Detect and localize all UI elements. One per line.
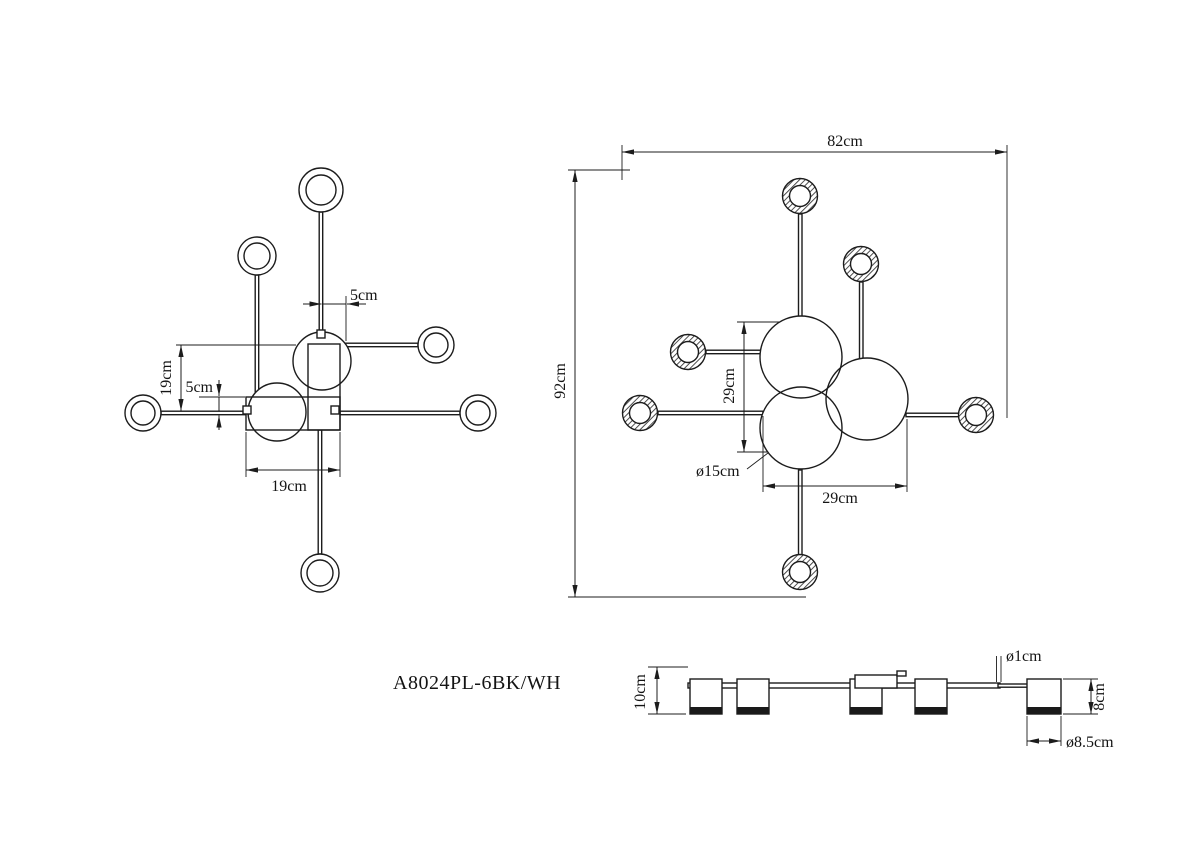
- arm-rod: [797, 213, 803, 318]
- fixture-arms: [657, 213, 960, 556]
- shade-band: [1027, 707, 1061, 714]
- arm-rod: [905, 412, 960, 418]
- arm-rod: [317, 429, 323, 555]
- lamp-head: [300, 553, 340, 593]
- arm-rod: [797, 469, 803, 556]
- fixture-dimension-lines: [568, 145, 1008, 598]
- dim-body-diameter: ø15cm: [696, 463, 740, 480]
- dim-shade-diameter: ø8.5cm: [1066, 734, 1114, 751]
- fixture-plan-view: 82cm 92cm 29cm ø15cm 29cm: [552, 133, 1008, 598]
- lamp-head-hatched: [781, 553, 819, 591]
- mounting-plate: [242, 329, 352, 442]
- side-dimension-labels: 10cm ø1cm 8cm ø8.5cm: [632, 648, 1114, 751]
- dim-total-height: 10cm: [632, 674, 649, 710]
- lamp-head-hatched: [621, 394, 659, 432]
- arm-rod: [657, 410, 764, 416]
- mounting-bar: [687, 682, 1001, 689]
- canopy-nub: [896, 670, 907, 677]
- mounting-plan-view: 5cm 19cm 5cm 19cm: [124, 167, 497, 593]
- shade-band: [850, 707, 882, 714]
- arm-rod: [160, 410, 247, 416]
- dim-body-height: 29cm: [721, 368, 738, 404]
- mount-dimension-labels: 5cm 19cm 5cm 19cm: [158, 287, 378, 495]
- fixture-dimension-labels: 82cm 92cm 29cm ø15cm 29cm: [552, 133, 863, 507]
- lamp-head-hatched: [842, 245, 880, 283]
- shade-band: [690, 707, 722, 714]
- lamp-head: [237, 236, 277, 276]
- shade-cylinder: [736, 678, 770, 715]
- shade-band: [915, 707, 947, 714]
- dim-arm-spacing-vertical: 19cm: [158, 360, 175, 396]
- screw-hole: [330, 405, 340, 415]
- side-elevation-view: 10cm ø1cm 8cm ø8.5cm: [632, 648, 1114, 751]
- lamp-head: [124, 394, 162, 432]
- lamp-head-hatched: [957, 396, 995, 434]
- dim-arm-offset-top: 5cm: [350, 287, 378, 304]
- dim-stem-diameter: ø1cm: [1006, 648, 1042, 665]
- lamp-head-hatched: [781, 177, 819, 215]
- arm-rod: [254, 274, 260, 398]
- stem-rod: [997, 683, 1030, 688]
- ceiling-canopy: [854, 674, 898, 689]
- dim-plate-offset-left: 5cm: [185, 379, 213, 396]
- side-dimension-lines: [648, 656, 1098, 746]
- body-disc: [825, 357, 909, 441]
- body-disc: [759, 386, 843, 470]
- shade-cylinder: [914, 678, 948, 715]
- lamp-head: [298, 167, 344, 213]
- lamp-head-hatched: [669, 333, 707, 371]
- shade-cylinder: [689, 678, 723, 715]
- dim-shade-height: 8cm: [1091, 683, 1108, 711]
- arm-rod: [339, 410, 461, 416]
- mount-lamp-heads: [124, 167, 497, 593]
- shade-cylinder: [1026, 678, 1062, 715]
- dim-overall-height: 92cm: [552, 363, 569, 399]
- mount-dimension-lines: [176, 296, 366, 477]
- screw-hole: [316, 329, 326, 339]
- body-disc: [759, 315, 843, 399]
- fixture-lamp-heads: [621, 177, 995, 591]
- dim-plate-width: 19cm: [271, 478, 307, 495]
- arm-rod: [858, 281, 864, 360]
- lamp-head: [459, 394, 497, 432]
- lamp-head: [417, 326, 455, 364]
- model-number-label: A8024PL-6BK/WH: [393, 672, 561, 694]
- fixture-body: [759, 315, 909, 470]
- shade-band: [737, 707, 769, 714]
- arm-rod: [705, 349, 762, 355]
- dim-overall-width: 82cm: [827, 133, 863, 150]
- dim-body-width: 29cm: [822, 490, 858, 507]
- screw-hole: [242, 405, 252, 415]
- arm-rod: [339, 342, 419, 348]
